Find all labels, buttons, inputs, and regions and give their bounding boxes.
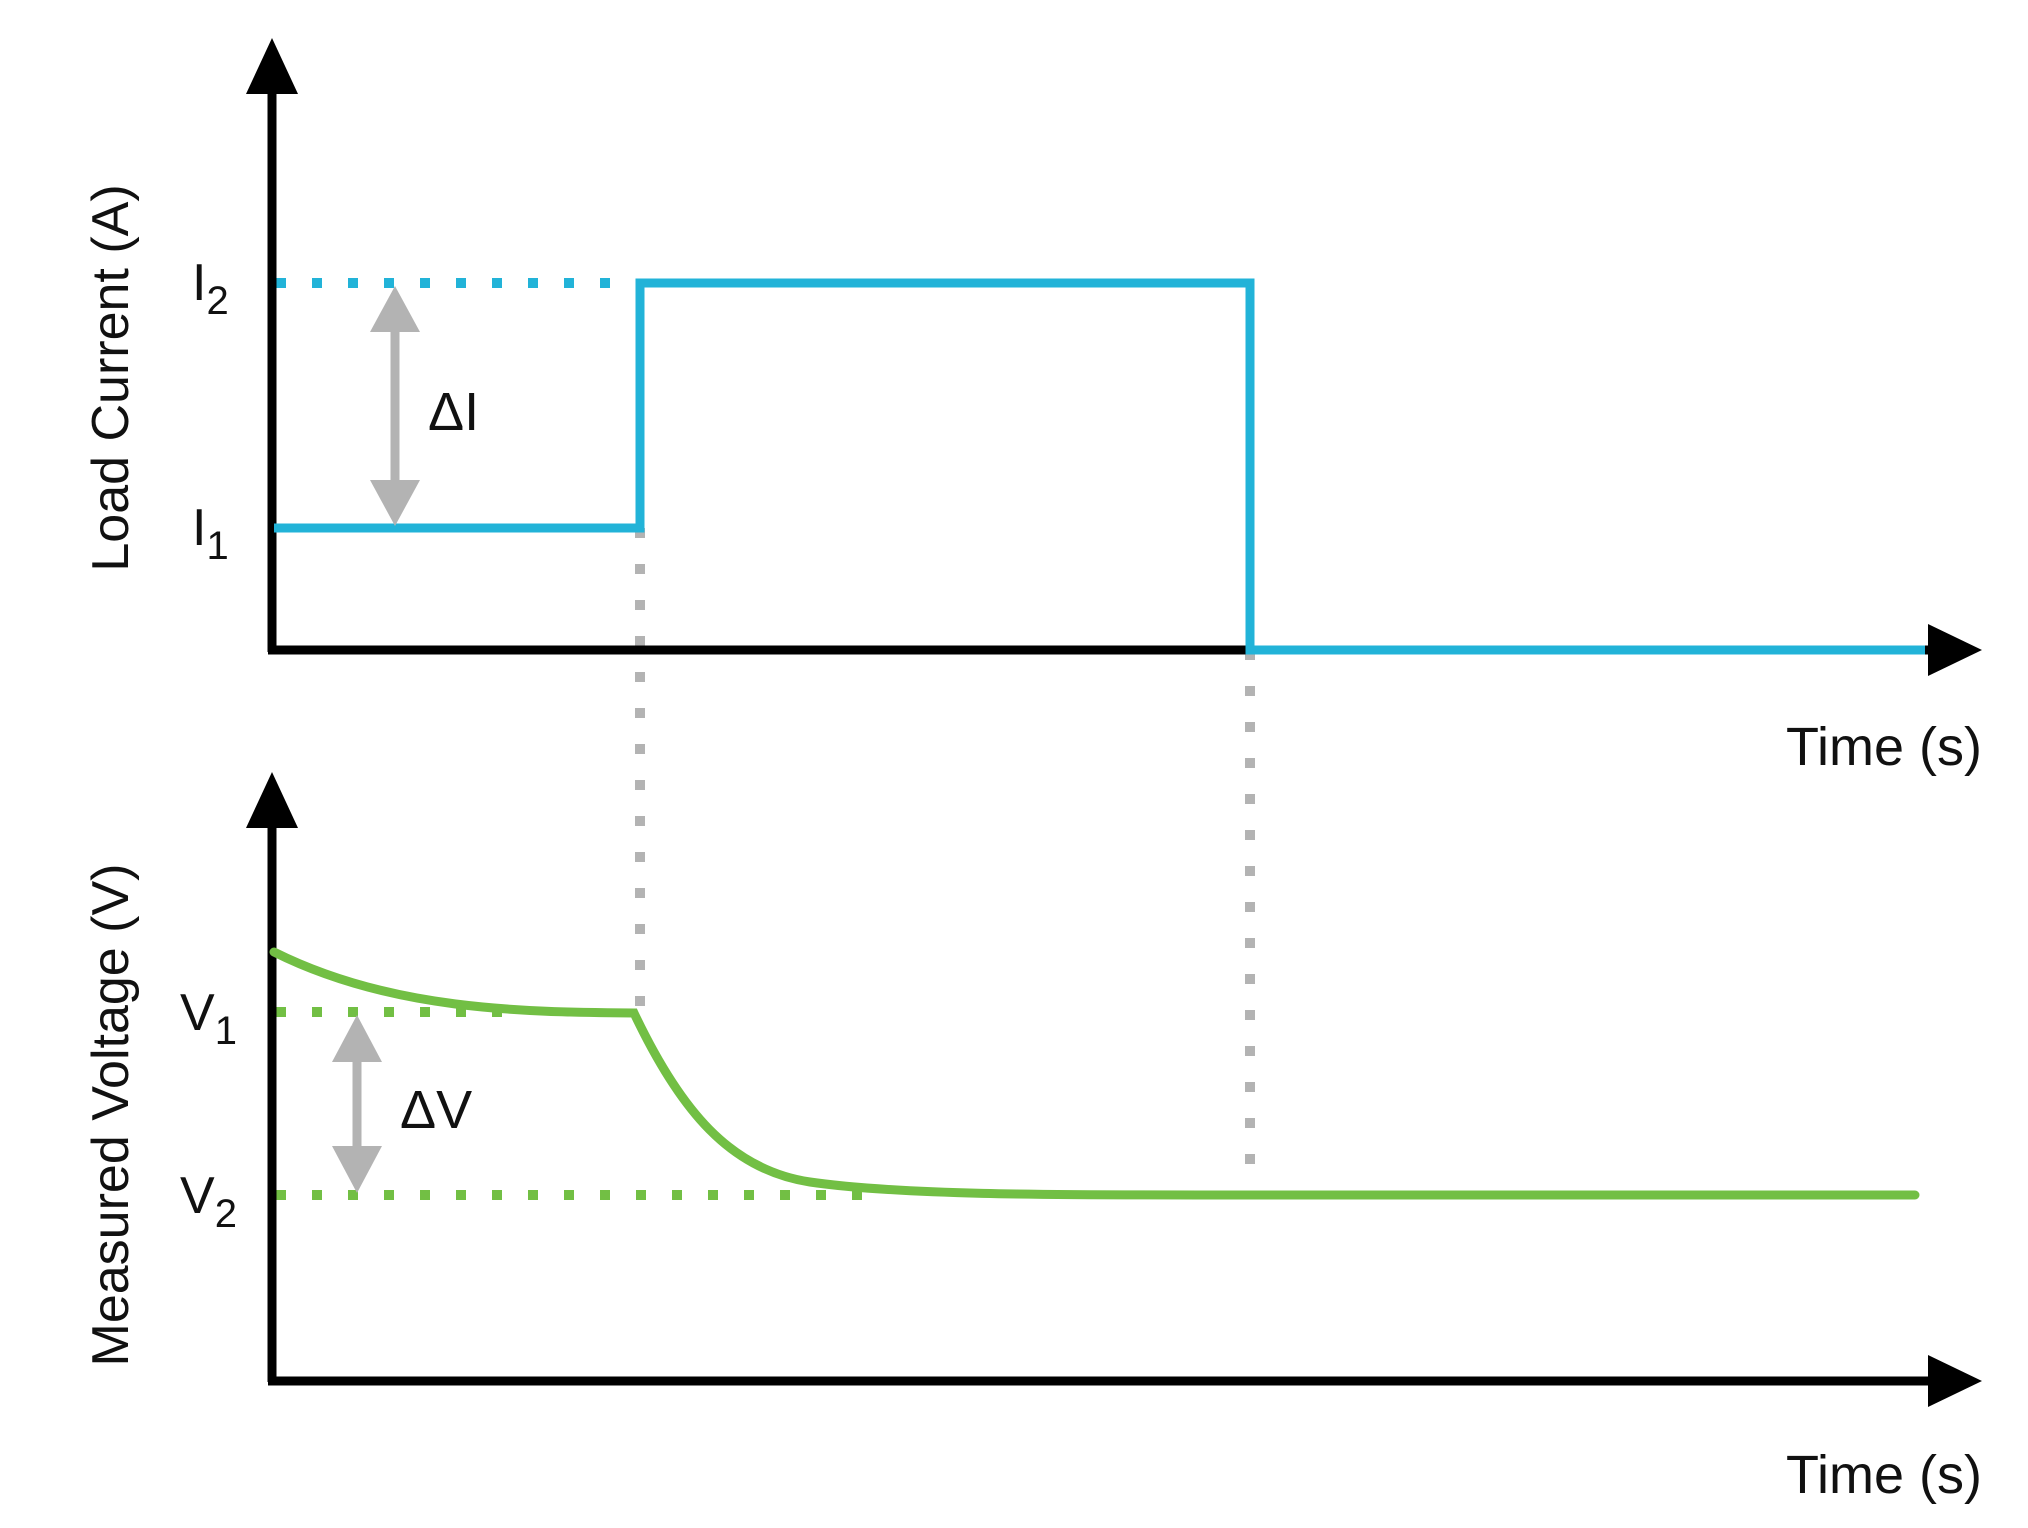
voltage-low-label: V2 [180, 1167, 237, 1236]
top-panel: I2 I1 ΔI Load Current (A) Time (s) [82, 38, 1982, 1175]
voltage-high-label: V1 [180, 984, 237, 1053]
voltage-x-axis-arrowhead [1928, 1355, 1982, 1407]
current-y-axis-arrowhead [246, 38, 298, 94]
current-y-axis-label: Load Current (A) [82, 184, 140, 571]
current-x-axis-arrowhead [1928, 624, 1982, 676]
voltage-y-axis-arrowhead [246, 772, 298, 828]
voltage-y-axis-label: Measured Voltage (V) [82, 864, 140, 1367]
bottom-panel: V1 V2 ΔV Measured Voltage (V) Time (s) [82, 772, 1982, 1505]
delta-voltage-arrow [332, 1015, 382, 1193]
voltage-x-axis-label: Time (s) [1786, 1445, 1982, 1505]
delta-voltage-label: ΔV [400, 1080, 472, 1140]
current-x-axis-label: Time (s) [1786, 717, 1982, 777]
delta-current-label: ΔI [428, 382, 479, 442]
measured-voltage-waveform [269, 947, 1920, 1200]
current-low-label: I1 [192, 499, 229, 568]
load-current-waveform [274, 278, 1925, 655]
current-high-label: I2 [192, 254, 229, 323]
delta-current-arrow [370, 286, 420, 526]
